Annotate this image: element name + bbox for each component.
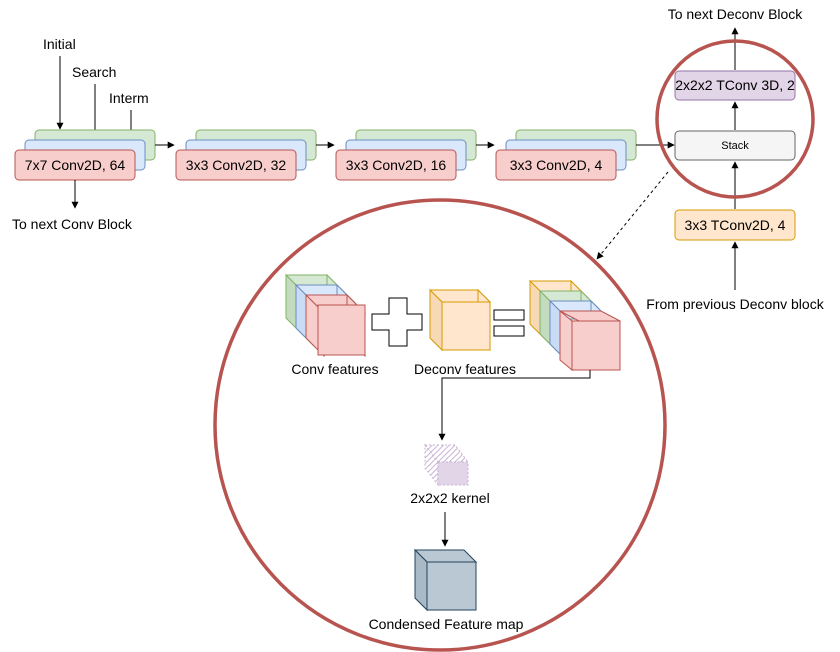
input-label-search: Search <box>72 64 116 80</box>
kernel-label: 2x2x2 kernel <box>410 490 489 506</box>
stack-box <box>674 130 796 161</box>
conv-block-2: 3x3 Conv2D, 32 <box>175 129 317 181</box>
input-label-initial: Initial <box>43 36 76 52</box>
deconv-features-cube <box>428 288 492 352</box>
conv-block-1: 7x7 Conv2D, 64 <box>14 129 156 181</box>
detail-circle <box>213 198 667 652</box>
highlight-circle <box>655 39 815 199</box>
zoom-connector <box>596 171 669 260</box>
tconv2d-box <box>674 209 796 241</box>
to-next-conv-label: To next Conv Block <box>12 216 133 232</box>
tconv2d-label: 3x3 TConv2D, 4 <box>685 217 786 233</box>
plus-icon <box>371 297 423 347</box>
deconv-features-label: Deconv features <box>414 361 516 377</box>
arrow-result-kernel <box>438 370 591 441</box>
conv-features-label: Conv features <box>291 361 378 377</box>
from-previous-label: From previous Deconv block <box>646 296 824 312</box>
input-label-interm: Interm <box>109 90 149 106</box>
conv-block-4: 3x3 Conv2D, 4 <box>495 129 637 181</box>
result-cubes <box>528 279 621 372</box>
tconv3d-box <box>674 70 796 101</box>
equals-icon-lower <box>493 325 525 337</box>
condensed-label: Condensed Feature map <box>369 616 524 632</box>
tconv3d-label: 2x2x2 TConv 3D, 2 <box>675 77 795 93</box>
stack-label: Stack <box>721 140 749 152</box>
conv-block-3-label: 3x3 Conv2D, 16 <box>346 157 447 173</box>
conv-block-2-label: 3x3 Conv2D, 32 <box>186 157 287 173</box>
conv-block-4-label: 3x3 Conv2D, 4 <box>510 157 603 173</box>
conv-block-3: 3x3 Conv2D, 16 <box>335 129 477 181</box>
conv-features-cubes <box>284 273 367 358</box>
conv-block-1-label: 7x7 Conv2D, 64 <box>25 157 126 173</box>
condensed-cube <box>413 548 478 612</box>
kernel-cube <box>423 443 470 487</box>
to-next-deconv-label: To next Deconv Block <box>668 6 804 22</box>
equals-icon <box>493 309 525 321</box>
